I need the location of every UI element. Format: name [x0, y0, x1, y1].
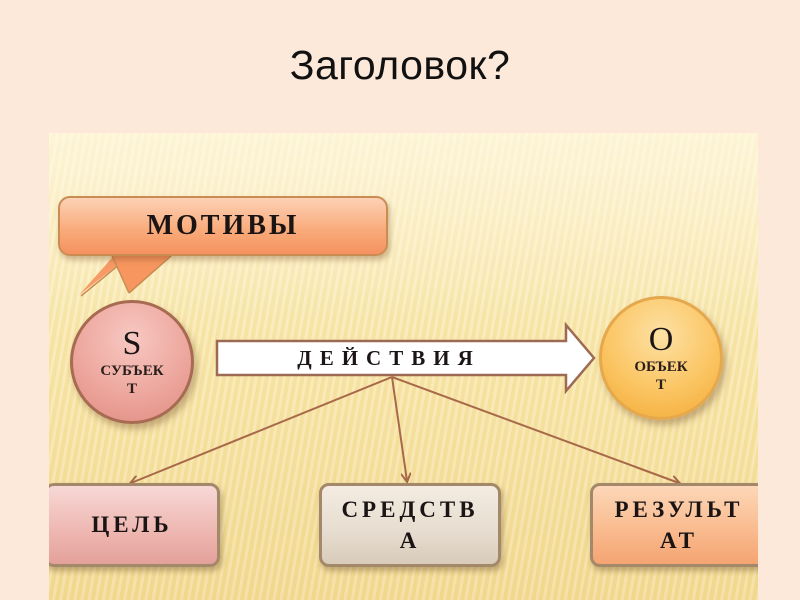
action-arrow-label: ДЕЙСТВИЯ — [297, 345, 481, 370]
motives-label: МОТИВЫ — [146, 210, 300, 241]
goal-box: ЦЕЛЬ — [49, 483, 220, 567]
means-label-line2: А — [399, 528, 421, 553]
means-label-line1: СРЕДСТВ — [341, 496, 479, 522]
result-box: РЕЗУЛЬТ АТ — [590, 483, 758, 567]
connector-goal — [131, 376, 393, 483]
slide-title: Заголовок? — [289, 42, 511, 88]
subject-circle: S СУБЪЕК Т — [70, 300, 194, 424]
subject-word-line2: Т — [126, 380, 137, 397]
subject-word-line1: СУБЪЕК — [100, 363, 164, 380]
result-label-line1: РЕЗУЛЬТ — [614, 496, 744, 522]
connector-means — [391, 376, 407, 481]
result-label-line2: АТ — [660, 528, 698, 553]
goal-label-line1: ЦЕЛЬ — [91, 512, 173, 538]
object-word-line2: Т — [655, 376, 666, 393]
object-word-line1: ОБЪЕК — [634, 359, 688, 376]
action-arrow-shape — [215, 321, 596, 395]
diagram-image: МОТИВЫ S СУБЪЕК Т ДЕЙСТВИЯ O ОБЪЕК Т ЦЕЛ… — [49, 133, 758, 600]
connectors — [79, 248, 758, 600]
means-box: СРЕДСТВ А — [319, 483, 501, 567]
connector-result — [391, 376, 679, 483]
subject-letter: S — [122, 325, 142, 363]
object-circle: O ОБЪЕК Т — [599, 296, 723, 420]
motives-callout: МОТИВЫ — [58, 196, 388, 256]
object-letter: O — [648, 321, 674, 359]
